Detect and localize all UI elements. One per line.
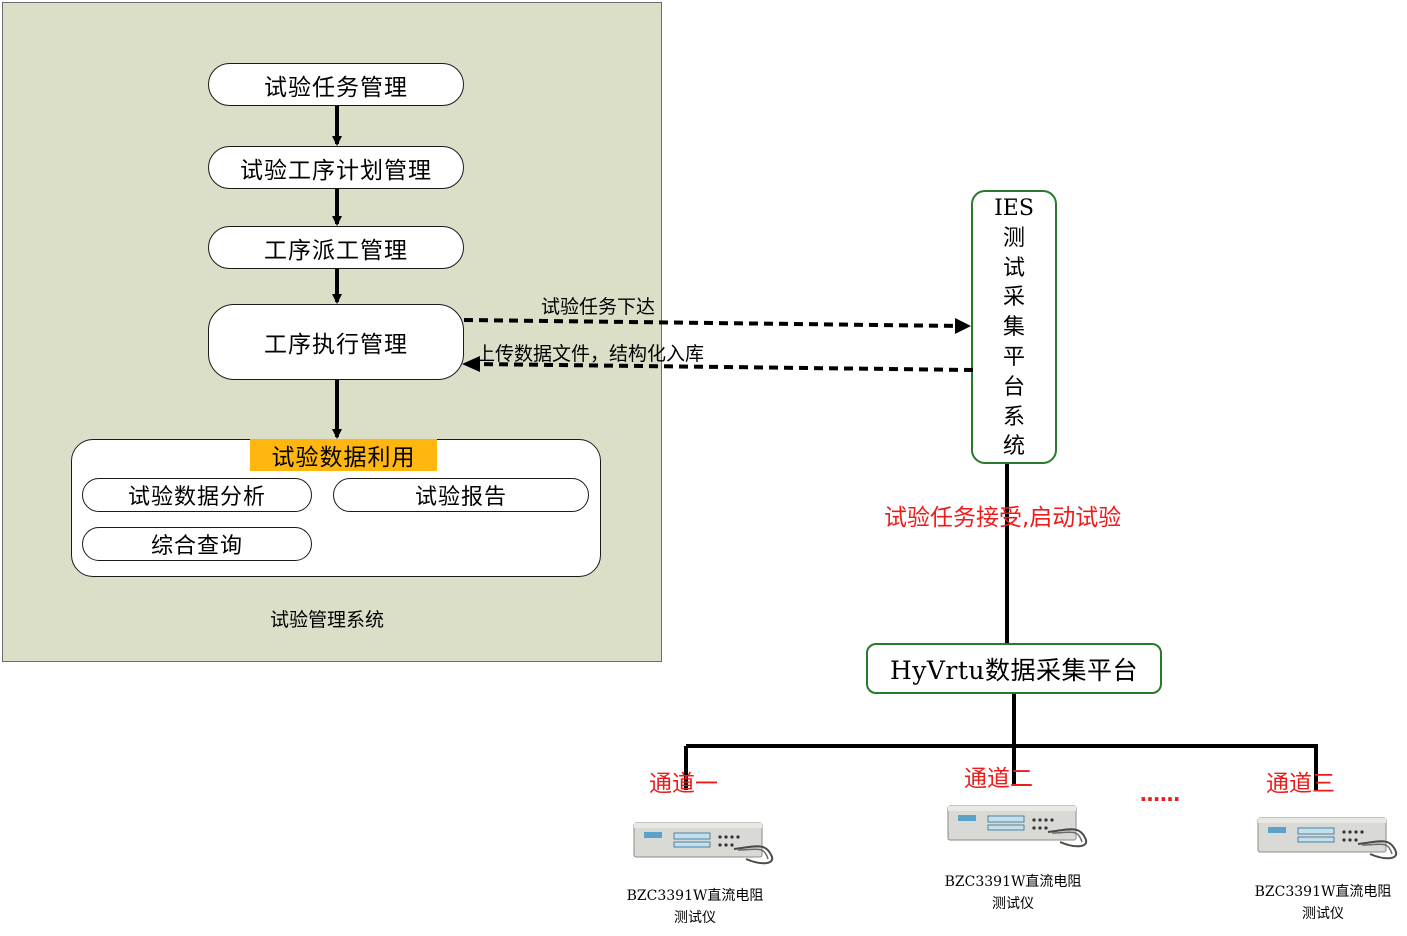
upload-arrowhead [462,356,480,372]
device-type: 测试仪 [992,896,1034,912]
test-report-item[interactable]: 试验报告 [333,478,589,512]
step-execution-management[interactable]: 工序执行管理 [208,304,464,380]
upload-label: 上传数据文件，结构化入库 [476,343,705,365]
data-use-title: 试验数据利用 [250,439,437,471]
channel-3-label: 通道三 [1266,771,1335,797]
dispatch-label: 试验任务下达 [541,296,656,318]
ies-char: 系 [1002,404,1025,430]
channel-ellipsis: …… [1140,782,1180,806]
device-model: BZC3391W直流电阻 [1254,884,1392,900]
ies-char: 统 [1002,434,1025,460]
hyvrtu-platform-box[interactable]: HyVrtu数据采集平台 [866,643,1162,694]
dispatch-arrowhead [955,318,971,334]
dispatch-arrow [463,318,961,328]
ies-char: 平 [1002,344,1025,370]
ies-char: 采 [1002,285,1025,311]
ies-char: 试 [1002,255,1025,281]
device-caption-1: BZC3391W直流电阻 测试仪 [620,885,770,929]
mgmt-system-caption: 试验管理系统 [270,609,385,631]
device-model: BZC3391W直流电阻 [944,874,1082,890]
data-analysis-item[interactable]: 试验数据分析 [82,478,312,512]
upload-arrow [473,362,974,372]
ies-char: 台 [1002,374,1025,400]
device-type: 测试仪 [674,910,716,926]
device-icon-3 [1257,817,1398,860]
channel-2-label: 通道二 [964,766,1033,792]
device-caption-2: BZC3391W直流电阻 测试仪 [938,871,1088,915]
device-caption-3: BZC3391W直流电阻 测试仪 [1248,881,1398,925]
ies-char: IES [994,196,1034,221]
ies-platform-box[interactable]: IES 测 试 采 集 平 台 系 统 [971,190,1057,464]
channel-1-label: 通道一 [649,771,718,797]
device-type: 测试仪 [1302,906,1344,922]
accept-label: 试验任务接受,启动试验 [884,505,1122,531]
step-process-plan-management[interactable]: 试验工序计划管理 [208,146,464,189]
device-icon-1 [633,822,774,865]
combined-query-item[interactable]: 综合查询 [82,527,312,561]
device-model: BZC3391W直流电阻 [626,888,764,904]
device-icon-2 [947,805,1088,848]
step-task-management[interactable]: 试验任务管理 [208,63,464,106]
step-dispatch-management[interactable]: 工序派工管理 [208,226,464,269]
ies-char: 测 [1002,225,1025,251]
ies-char: 集 [1002,315,1025,341]
